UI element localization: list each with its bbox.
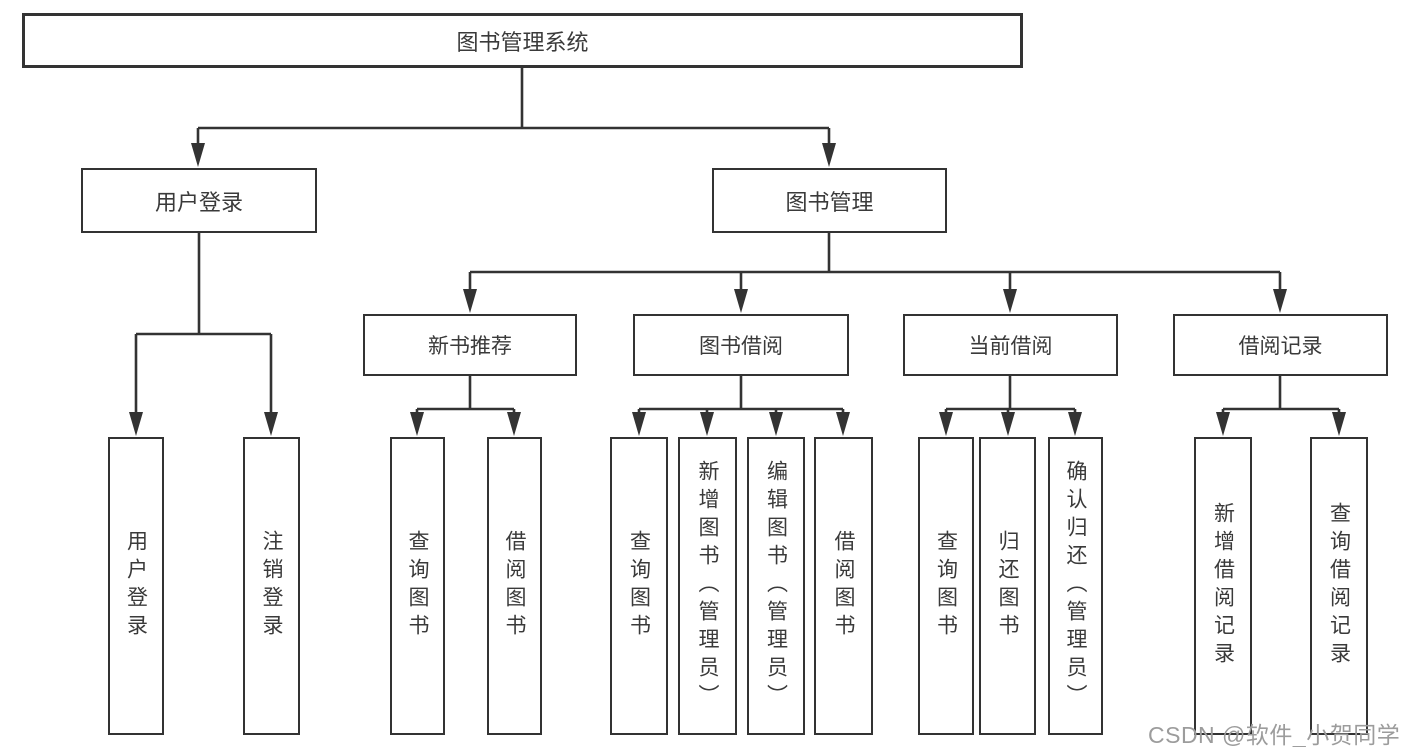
- arrowheads: [129, 143, 1346, 436]
- leaf-edit-book-admin: 编辑图书（管理员）: [747, 437, 805, 735]
- leaf-confirm-return-admin: 确认归还（管理员）: [1048, 437, 1103, 735]
- leaf-logout: 注销登录: [243, 437, 300, 735]
- node-book-borrow: 图书借阅: [633, 314, 849, 376]
- leaf-current-query-book: 查询图书: [918, 437, 974, 735]
- node-new-book-recommend: 新书推荐: [363, 314, 577, 376]
- csdn-watermark: CSDN @软件_小贺同学: [1148, 722, 1401, 747]
- leaf-user-login: 用户登录: [108, 437, 164, 735]
- leaf-borrow-book: 借阅图书: [814, 437, 873, 735]
- leaf-borrow-query-book: 查询图书: [610, 437, 668, 735]
- leaf-recommend-query-book: 查询图书: [390, 437, 445, 735]
- node-current-borrow: 当前借阅: [903, 314, 1118, 376]
- leaf-recommend-borrow-book: 借阅图书: [487, 437, 542, 735]
- leaf-query-borrow-record: 查询借阅记录: [1310, 437, 1368, 735]
- node-book-management: 图书管理: [712, 168, 947, 233]
- node-system-root: 图书管理系统: [22, 13, 1023, 68]
- node-user-login: 用户登录: [81, 168, 317, 233]
- leaf-add-book-admin: 新增图书（管理员）: [678, 437, 737, 735]
- leaf-return-book: 归还图书: [979, 437, 1036, 735]
- leaf-add-borrow-record: 新增借阅记录: [1194, 437, 1252, 735]
- node-borrow-records: 借阅记录: [1173, 314, 1388, 376]
